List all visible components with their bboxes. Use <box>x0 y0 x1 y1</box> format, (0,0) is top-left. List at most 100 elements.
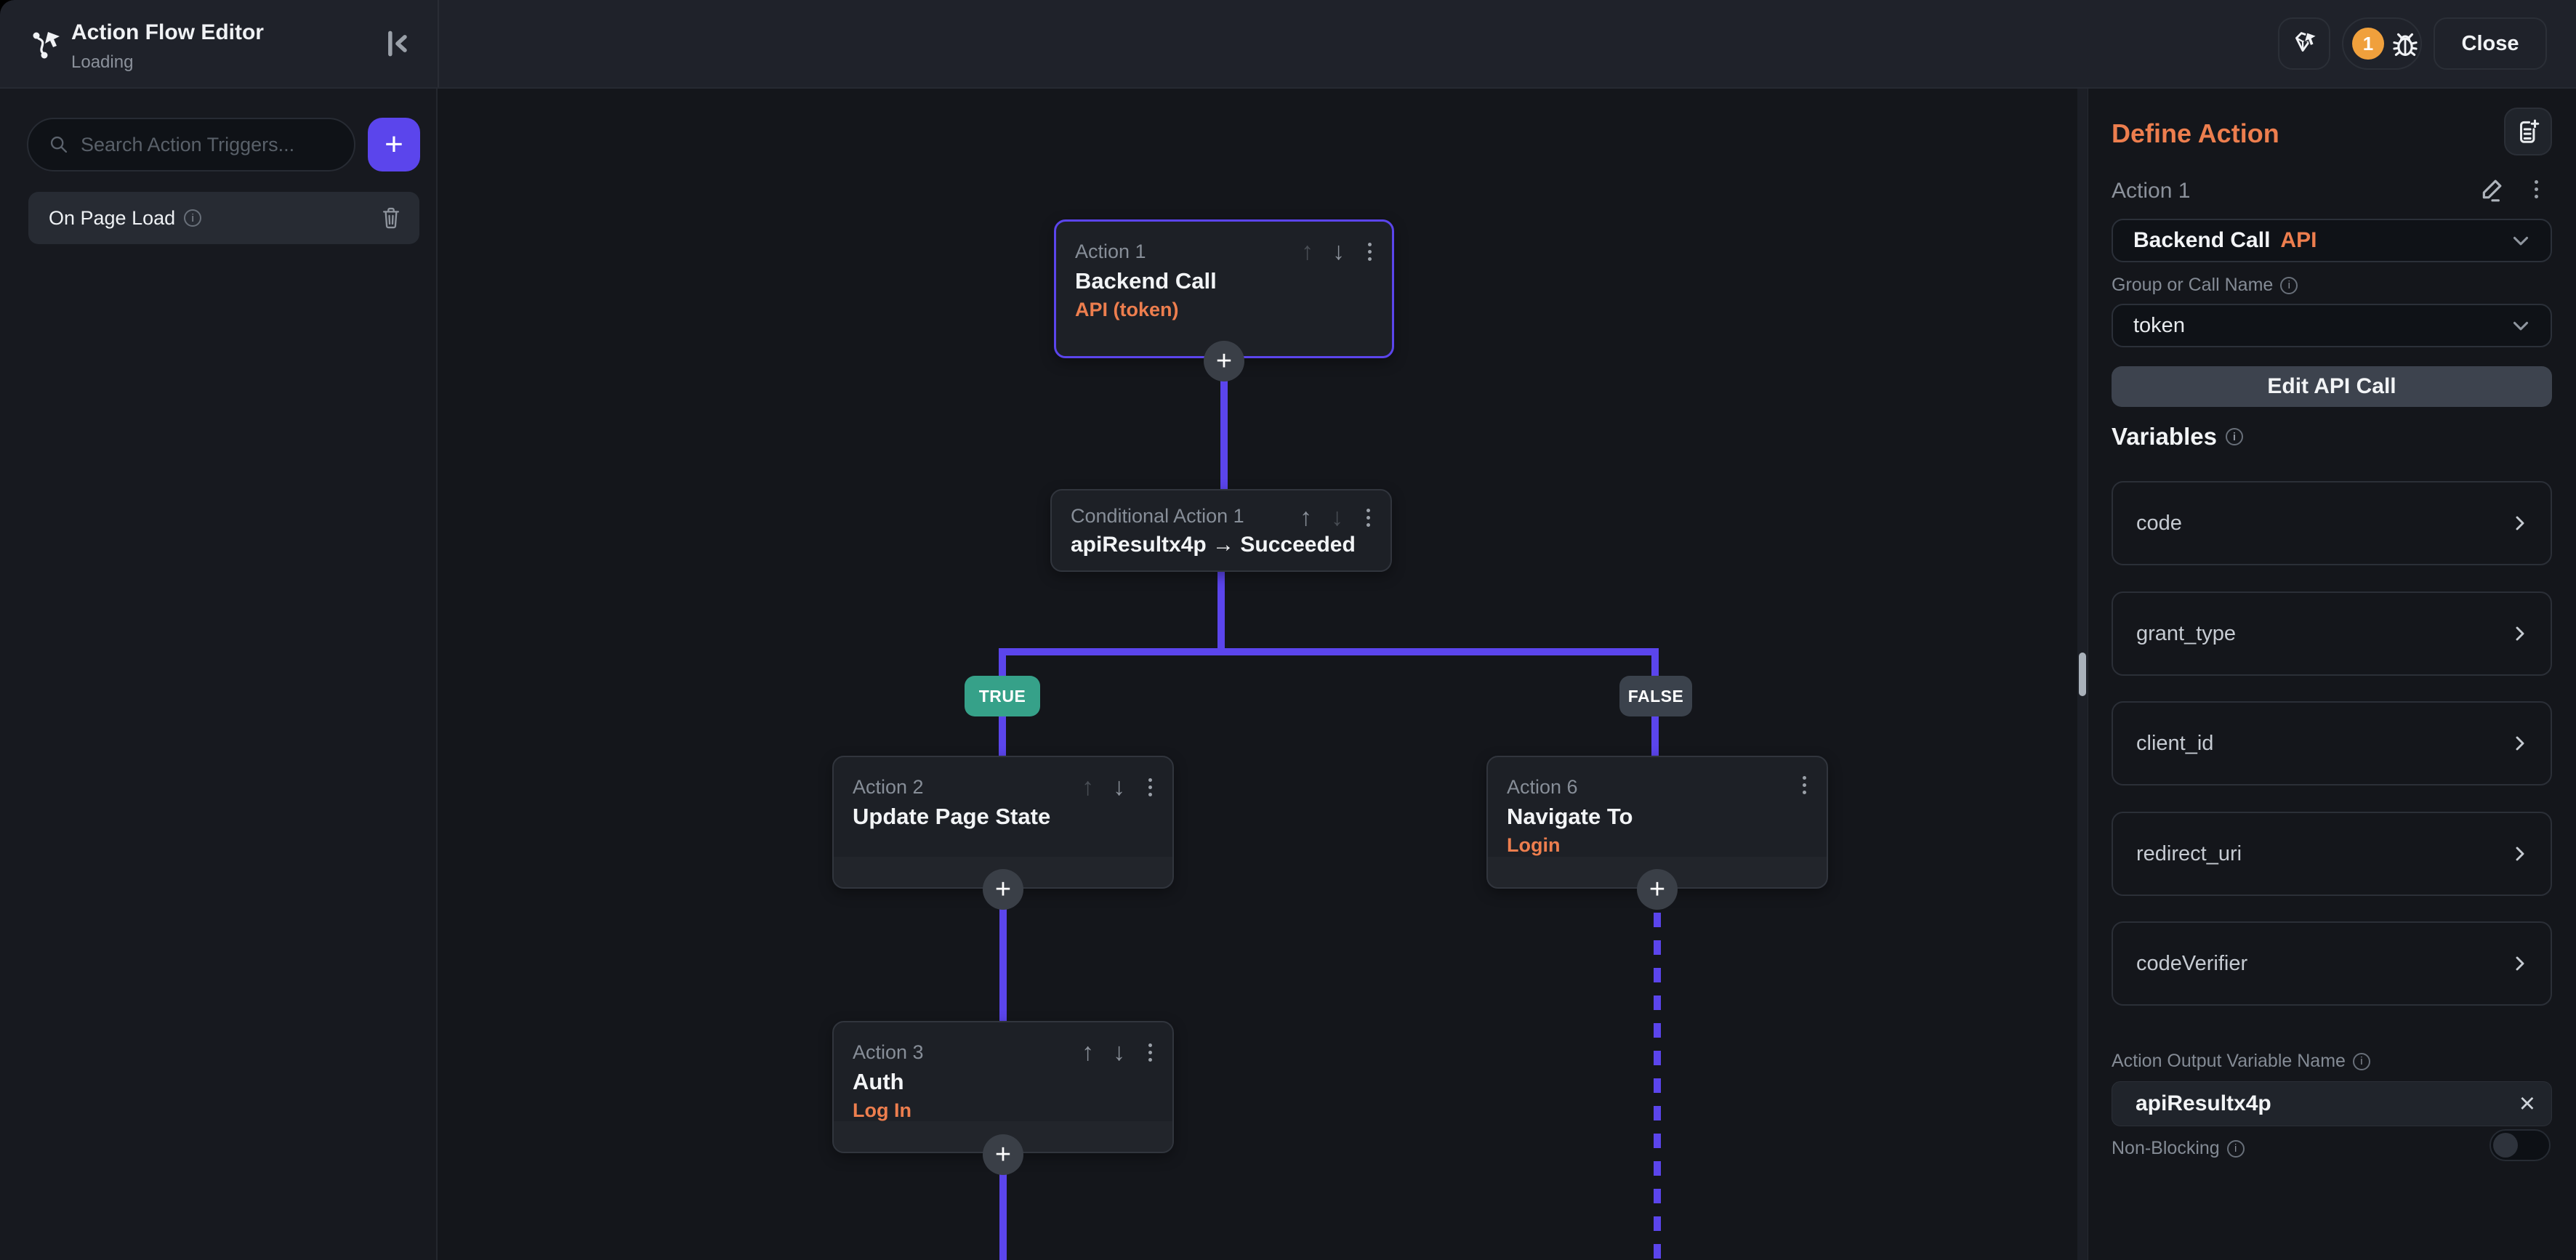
chevron-right-icon <box>2516 626 2524 641</box>
connector-branch-horizontal <box>999 648 1659 655</box>
edit-api-call-button[interactable]: Edit API Call <box>2112 366 2552 407</box>
info-icon[interactable]: i <box>2280 276 2298 294</box>
node-conditional1[interactable]: Conditional Action 1 apiResultx4p → Succ… <box>1050 489 1392 572</box>
top-bar: Action Flow Editor Loading 1 <box>0 0 2576 89</box>
node-conditional1-title: apiResultx4p → Succeeded <box>1071 533 1356 557</box>
move-down-icon[interactable]: ↓ <box>1113 1038 1125 1066</box>
node-menu-icon[interactable] <box>1144 1042 1156 1063</box>
node-action1-title: Backend Call <box>1075 268 1217 294</box>
note-add-icon <box>2519 119 2540 143</box>
connector-action1-conditional <box>1220 358 1228 493</box>
node-action6-label: Action 6 <box>1507 776 1578 798</box>
add-action-below-action1-button[interactable]: + <box>1204 341 1244 381</box>
node-action1-label: Action 1 <box>1075 241 1146 262</box>
non-blocking-toggle[interactable] <box>2490 1129 2551 1161</box>
search-input[interactable] <box>79 132 339 157</box>
action-flow-icon <box>33 32 60 59</box>
node-action3[interactable]: Action 3 Auth Log In ↑ ↓ <box>832 1021 1174 1153</box>
move-down-icon[interactable]: ↓ <box>1331 504 1343 531</box>
connector-action2-action3 <box>999 889 1007 1021</box>
page-title: Action Flow Editor <box>71 20 264 44</box>
node-action1[interactable]: Action 1 Backend Call API (token) ↑ ↓ <box>1054 219 1394 358</box>
variable-card-code[interactable]: code <box>2112 481 2552 565</box>
test-mode-button[interactable] <box>2278 17 2330 70</box>
divider <box>438 0 439 87</box>
connector-conditional-split <box>1217 572 1225 652</box>
clear-icon[interactable]: × <box>2519 1089 2535 1119</box>
chevron-right-icon <box>2516 516 2524 530</box>
node-action3-label: Action 3 <box>853 1041 924 1063</box>
add-action-below-action2-button[interactable]: + <box>983 869 1023 910</box>
action-type-value: Backend Call <box>2133 228 2271 252</box>
move-up-icon[interactable]: ↑ <box>1082 1038 1094 1066</box>
info-icon[interactable]: i <box>184 209 202 227</box>
info-icon[interactable]: i <box>2226 1139 2245 1158</box>
move-up-icon[interactable]: ↑ <box>1300 504 1312 531</box>
node-menu-icon[interactable] <box>1144 777 1156 798</box>
node-action2[interactable]: Action 2 Update Page State ↑ ↓ <box>832 756 1174 889</box>
move-down-icon[interactable]: ↓ <box>1113 773 1125 801</box>
node-action1-subtitle: API (token) <box>1075 299 1179 320</box>
branch-false-badge: FALSE <box>1619 676 1692 716</box>
chevron-down-icon <box>2513 236 2529 246</box>
output-variable-field: × <box>2112 1081 2552 1126</box>
chevron-right-icon <box>2516 736 2524 751</box>
chevron-down-icon <box>2513 321 2529 331</box>
action-menu-icon[interactable] <box>2530 179 2543 200</box>
trash-icon[interactable] <box>380 206 402 230</box>
chevron-right-icon <box>2516 847 2524 861</box>
action-triggers-sidebar: + On Page Load i <box>0 87 438 1260</box>
node-action2-label: Action 2 <box>853 776 924 798</box>
variable-card-redirect-uri[interactable]: redirect_uri <box>2112 812 2552 896</box>
toggle-knob <box>2493 1133 2518 1158</box>
panel-title: Define Action <box>2112 118 2279 148</box>
info-icon[interactable]: i <box>2352 1052 2370 1070</box>
node-action3-subtitle: Log In <box>853 1099 911 1121</box>
node-conditional1-label: Conditional Action 1 <box>1071 505 1244 527</box>
connector-action6-dashed <box>1654 913 1661 1260</box>
rename-action-icon[interactable] <box>2478 174 2507 203</box>
node-menu-icon[interactable] <box>1798 775 1811 796</box>
connector-action3-continues <box>999 1153 1007 1260</box>
variable-card-grant-type[interactable]: grant_type <box>2112 591 2552 676</box>
add-action-below-action3-button[interactable]: + <box>983 1134 1023 1175</box>
variable-card-codeverifier[interactable]: codeVerifier <box>2112 921 2552 1006</box>
panel-scrollbar-thumb[interactable] <box>2079 653 2086 696</box>
trigger-on-page-load[interactable]: On Page Load i <box>28 192 419 244</box>
action-type-select[interactable]: Backend Call API <box>2112 219 2552 262</box>
page-subtitle: Loading <box>71 52 134 72</box>
add-trigger-button[interactable]: + <box>368 118 420 171</box>
chevron-right-icon <box>2516 956 2524 971</box>
copy-actions-button[interactable] <box>2504 108 2552 156</box>
output-variable-input[interactable] <box>2134 1091 2519 1117</box>
move-up-icon[interactable]: ↑ <box>1082 773 1094 801</box>
node-action2-title: Update Page State <box>853 804 1051 829</box>
debug-panel-button[interactable]: 1 <box>2342 17 2422 70</box>
collapse-panel-icon[interactable] <box>381 28 413 60</box>
move-up-icon[interactable]: ↑ <box>1301 238 1313 265</box>
node-menu-icon[interactable] <box>1364 241 1376 262</box>
move-down-icon[interactable]: ↓ <box>1332 238 1345 265</box>
group-or-call-name-value: token <box>2133 313 2185 337</box>
variable-card-client-id[interactable]: client_id <box>2112 701 2552 786</box>
info-icon[interactable]: i <box>2225 428 2243 445</box>
search-icon <box>50 136 68 153</box>
bug-icon <box>2393 33 2418 56</box>
close-button[interactable]: Close <box>2434 17 2547 70</box>
trigger-label: On Page Load <box>49 206 176 229</box>
add-action-below-action6-button[interactable]: + <box>1637 869 1678 910</box>
node-action6[interactable]: Action 6 Navigate To Login <box>1486 756 1828 889</box>
node-action6-title: Navigate To <box>1507 804 1633 829</box>
node-menu-icon[interactable] <box>1362 507 1374 528</box>
gem-cursor-icon <box>2295 31 2318 52</box>
node-action6-subtitle: Login <box>1507 834 1561 856</box>
group-or-call-name-select[interactable]: token <box>2112 304 2552 347</box>
selected-action-label: Action 1 <box>2112 179 2191 203</box>
action-type-tag: API <box>2280 228 2317 252</box>
define-action-panel: Define Action Action 1 Backend Call API <box>2088 87 2576 1260</box>
